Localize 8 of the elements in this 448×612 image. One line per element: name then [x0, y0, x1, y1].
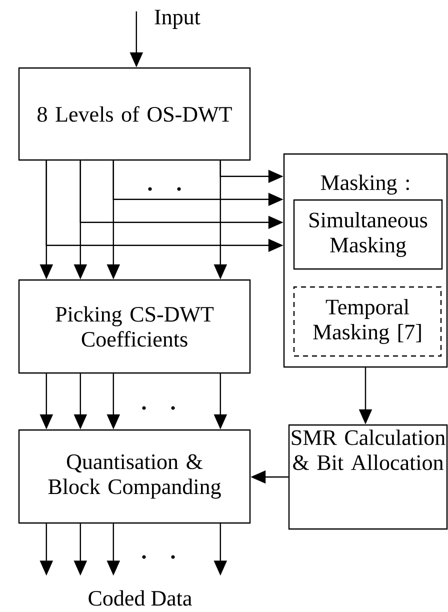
- edge-label: Input: [154, 10, 200, 29]
- process-box: Quantisation & Block Companding: [18, 429, 251, 524]
- process-box: Temporal Masking [7]: [293, 286, 442, 357]
- process-box: Simultaneous Masking: [293, 199, 443, 270]
- process-box: 8 Levels of OS-DWT: [18, 67, 251, 161]
- output-label: Coded Data: [88, 590, 192, 606]
- process-box: Picking CS-DWT Coefficients: [18, 279, 251, 374]
- process-box: SMR Calculation & Bit Allocation: [288, 424, 448, 530]
